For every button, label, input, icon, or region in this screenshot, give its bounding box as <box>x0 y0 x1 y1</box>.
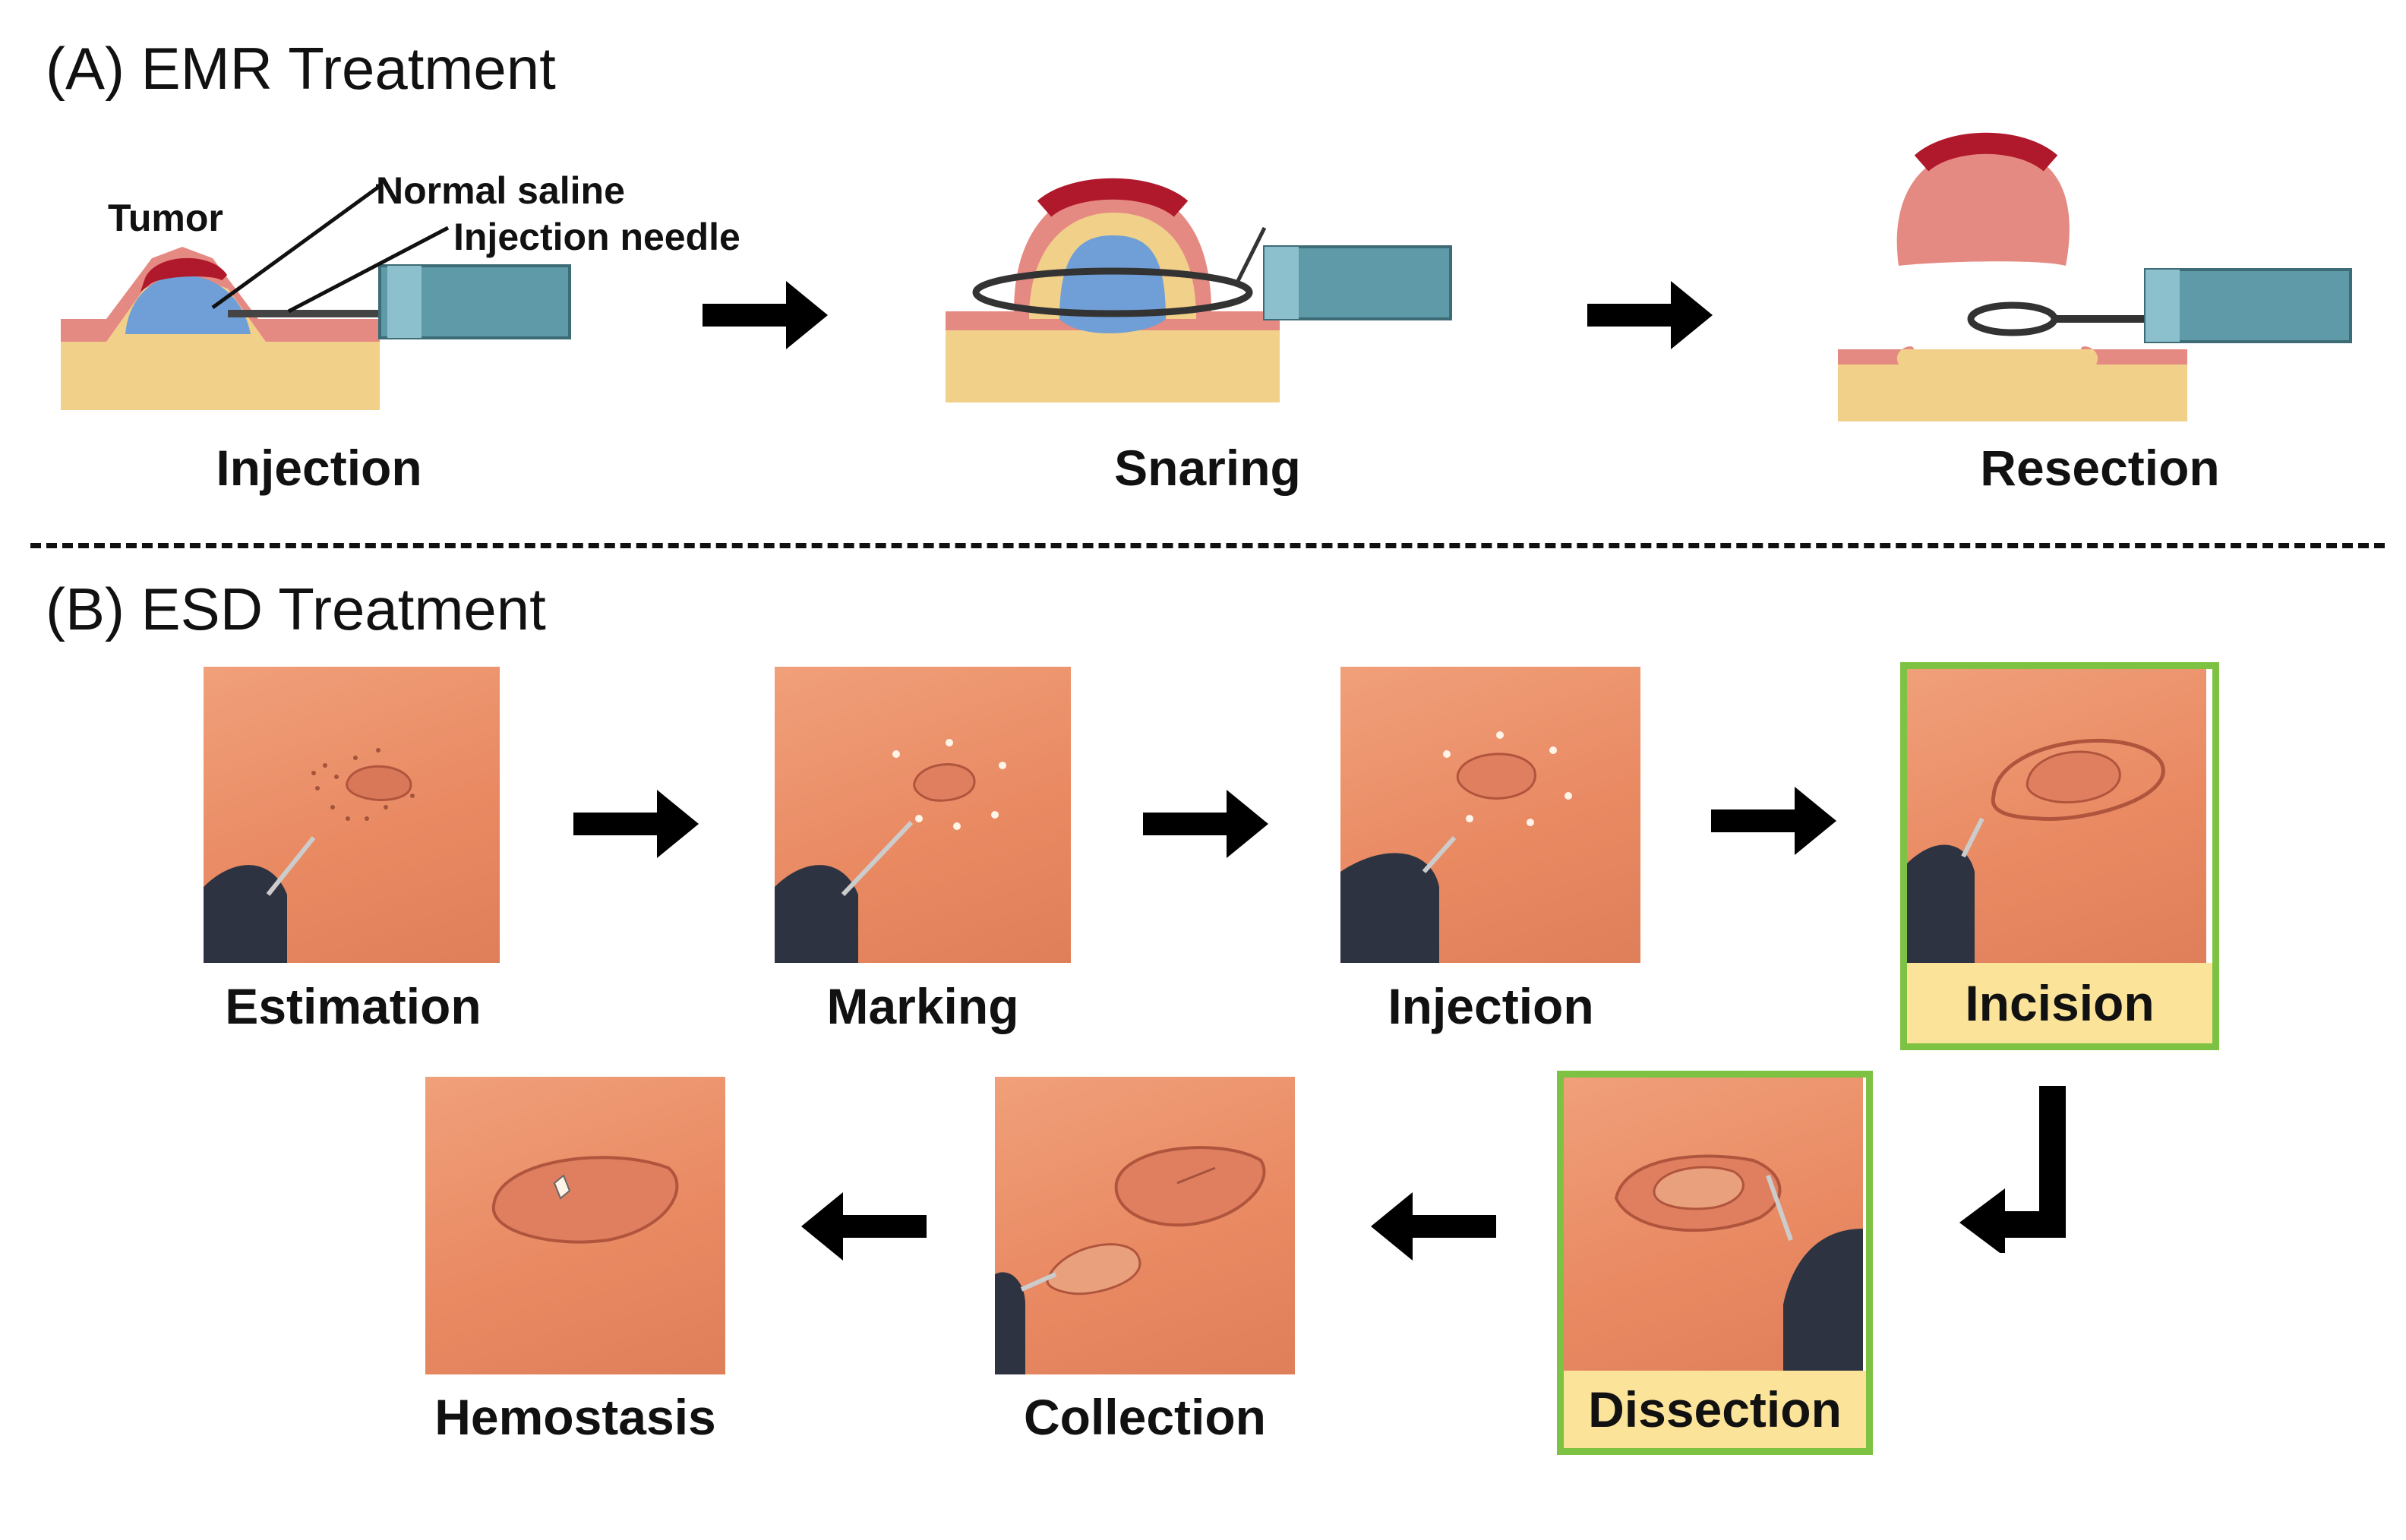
tissue-base <box>1838 349 2187 421</box>
section-b-title: (B) ESD Treatment <box>46 576 546 642</box>
highlight-dissection-box <box>1557 1071 1873 1455</box>
highlight-incision-box <box>1900 662 2219 1050</box>
arrow-right-icon <box>1711 787 1836 855</box>
step-label-emr-injection: Injection <box>216 440 422 496</box>
arrow-left-icon <box>1371 1192 1496 1261</box>
tumor-cap <box>140 258 228 292</box>
step-label-esd-injection: Injection <box>1388 978 1594 1034</box>
step-label-marking: Marking <box>826 978 1019 1034</box>
tumor-cap <box>1037 178 1189 218</box>
step-label-estimation: Estimation <box>225 978 482 1034</box>
esd-marking-image <box>775 667 1071 963</box>
tumor-cap <box>1914 132 2058 172</box>
step-label-resection: Resection <box>1980 440 2220 496</box>
emr-injection-illustration <box>61 184 571 410</box>
emr-resection-illustration <box>1838 132 2352 421</box>
emr-snaring-illustration <box>946 178 1452 402</box>
callout-tumor: Tumor <box>108 197 223 239</box>
section-a-title: (A) EMR Treatment <box>46 35 556 102</box>
esd-dissection-image <box>1563 1077 1863 1374</box>
saline-cushion <box>125 274 251 334</box>
step-label-hemostasis: Hemostasis <box>434 1389 716 1445</box>
step-label-incision: Incision <box>1907 963 2212 1043</box>
callout-injection-needle: Injection needle <box>453 216 740 258</box>
saline-cushion <box>1059 235 1166 333</box>
arrow-left-icon <box>801 1192 927 1261</box>
esd-collection-image <box>995 1077 1295 1374</box>
arrow-right-icon <box>1587 281 1713 349</box>
section-divider <box>30 543 2385 548</box>
esd-injection-image <box>1340 667 1640 963</box>
needle-shaft <box>228 310 380 317</box>
esd-incision-image <box>1906 667 2206 964</box>
step-label-snaring: Snaring <box>1114 440 1301 496</box>
injector-ring <box>387 266 422 338</box>
step-label-collection: Collection <box>1023 1389 1266 1445</box>
tissue-base <box>946 327 1280 402</box>
esd-hemostasis-image <box>425 1077 725 1374</box>
arrow-right-icon <box>1143 790 1268 858</box>
esd-estimation-image <box>204 667 500 963</box>
arrow-right-icon <box>703 281 828 349</box>
step-label-dissection: Dissection <box>1564 1371 1866 1448</box>
snare-loop <box>1967 301 2058 336</box>
corner-arrow-icon <box>1959 1086 2066 1253</box>
resected-tumor <box>1896 147 2070 266</box>
callout-normal-saline: Normal saline <box>376 169 625 212</box>
arrow-right-icon <box>573 790 699 858</box>
mucosa-layer <box>61 247 380 342</box>
snare-loop <box>972 267 1253 317</box>
